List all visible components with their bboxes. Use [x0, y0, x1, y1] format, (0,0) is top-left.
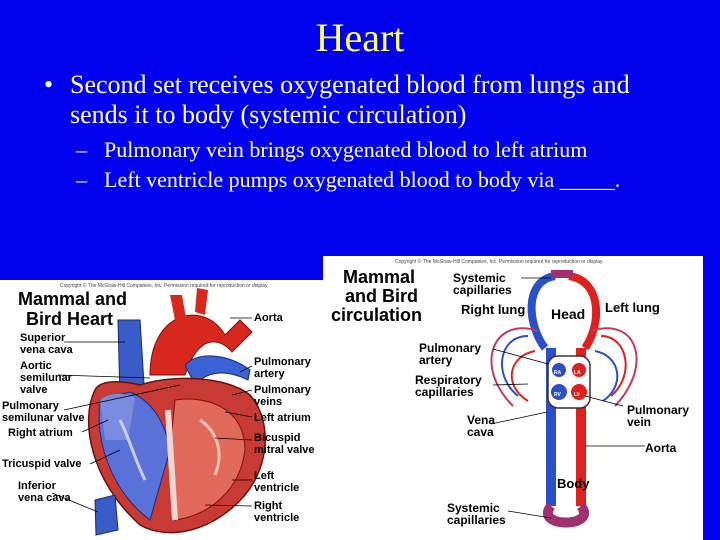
- heart-illustration: [51, 288, 266, 536]
- sub-bullet-text: Pulmonary vein brings oxygenated blood t…: [104, 137, 588, 162]
- slide-title: Heart: [315, 15, 405, 60]
- label-left-atrium: Left atrium: [254, 412, 311, 424]
- heart-anatomy-figure: Copyright © The McGraw-Hill Companies, I…: [0, 280, 323, 540]
- label-aorta: Aorta: [254, 312, 283, 324]
- label-rv: RV: [554, 392, 561, 398]
- label-tricuspid-valve: Tricuspid valve: [2, 458, 82, 470]
- circulation-figure: Copyright © The McGraw-Hill Companies, I…: [323, 256, 703, 540]
- circulation-illustration: [490, 270, 645, 528]
- figure-heading: Bird Heart: [26, 309, 114, 329]
- label-ra: RA: [554, 370, 562, 376]
- label-right-lung: Right lung: [461, 302, 526, 317]
- figure-heading: Mammal and: [18, 289, 128, 309]
- bullet-text: Second set receives oxygenated blood fro…: [70, 70, 630, 129]
- label-la: LA: [574, 370, 581, 376]
- label-left-lung: Left lung: [605, 300, 660, 315]
- label-lv: LV: [574, 392, 581, 398]
- dash-marker: –: [76, 167, 87, 192]
- figure-copyright: Copyright © The McGraw-Hill Companies, I…: [60, 283, 269, 289]
- figure-copyright: Copyright © The McGraw-Hill Companies, I…: [395, 259, 604, 265]
- label-right-atrium: Right atrium: [8, 427, 73, 439]
- bullet-marker: •: [44, 70, 54, 99]
- sub-bullet-text: Left ventricle pumps oxygenated blood to…: [104, 167, 621, 192]
- label-aorta: Aorta: [645, 441, 677, 455]
- dash-marker: –: [76, 137, 87, 162]
- label-head: Head: [551, 306, 586, 322]
- label-body: Body: [557, 476, 590, 491]
